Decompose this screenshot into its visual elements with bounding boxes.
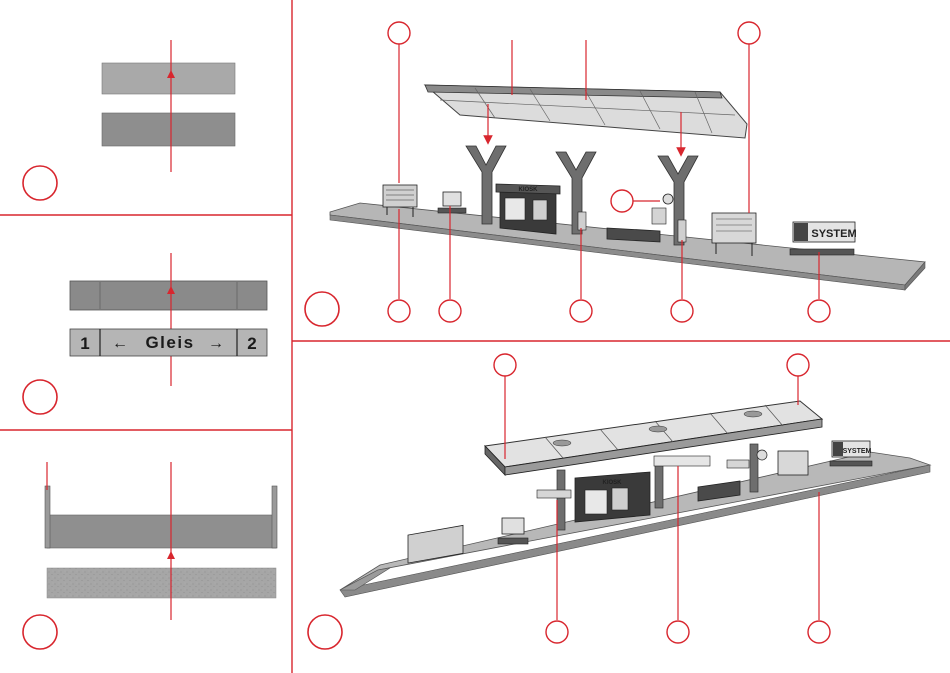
step-3-tray-wall-right [272, 486, 277, 548]
step-1-upper-part [102, 63, 235, 94]
step-1-lower-part [102, 113, 235, 146]
track-arrow-left: ← [112, 335, 128, 352]
hanging-track-sign [654, 456, 710, 466]
assembled-timetable [408, 525, 463, 563]
step-3-textured-insert [47, 568, 276, 598]
platform-clock [663, 194, 673, 204]
step-3-tray-wall-left [45, 486, 50, 548]
assembled-kiosk-sign: KIOSK [602, 480, 622, 486]
assembled-ad-sign-text: SYSTEM [843, 448, 872, 455]
track-sign: 1 ← Gleis → 2 [70, 329, 267, 356]
step-1-panel [23, 40, 235, 200]
step-5-panel: KIOSK SYSTEM [308, 354, 930, 649]
kiosk-sign: KIOSK [518, 187, 538, 193]
arrow-up-icon [167, 551, 175, 559]
track-arrow-right: → [208, 335, 224, 352]
step-4-marker [305, 292, 339, 326]
pole-sign [578, 212, 586, 230]
assembled-ad-bench: SYSTEM [830, 441, 872, 466]
track-number-right: 2 [247, 334, 256, 353]
assembled-canopy-roof [485, 401, 822, 475]
step-2-panel: 1 ← Gleis → 2 [23, 253, 267, 414]
step-4-panel: KIOSK SYS [305, 22, 925, 326]
step-1-marker [23, 166, 57, 200]
kiosk: KIOSK [496, 184, 560, 234]
ad-sign-text: SYSTEM [811, 228, 856, 240]
step-3-marker [23, 615, 57, 649]
assembled-kiosk: KIOSK [575, 472, 650, 522]
step-4-callout-markers [388, 22, 830, 322]
step-3-panel [23, 462, 277, 649]
platform-slab [330, 203, 925, 285]
track-number-left: 1 [80, 334, 89, 353]
step-3-tray-bottom [47, 515, 276, 548]
track-label: Gleis [145, 333, 194, 352]
assembled-platform-slab [340, 452, 930, 590]
advertising-bench: SYSTEM [790, 222, 857, 255]
step-2-marker [23, 380, 57, 414]
bench-with-sign [438, 192, 466, 213]
step-5-marker [308, 615, 342, 649]
